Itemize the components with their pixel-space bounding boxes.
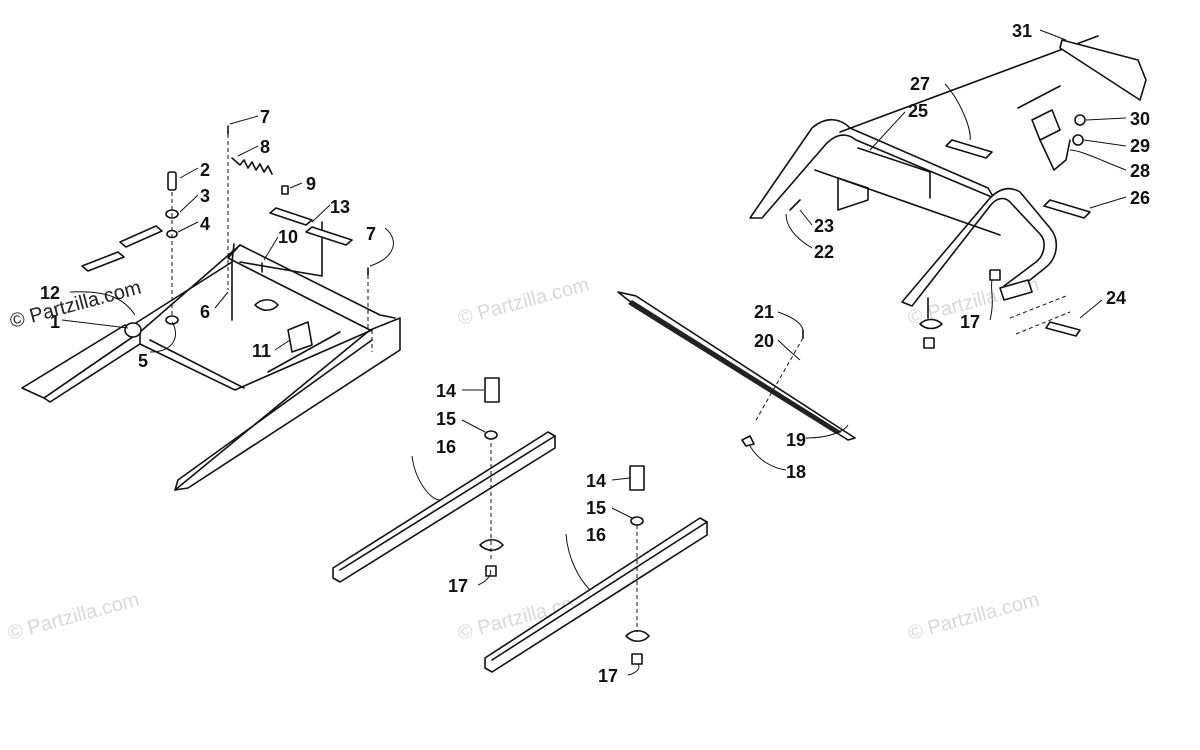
callout-22: 22 — [814, 242, 834, 262]
watermark: © Partzilla.com — [906, 589, 1042, 645]
callout-25: 25 — [908, 101, 928, 121]
callout-19: 19 — [786, 430, 806, 450]
runner-rail-lower — [484, 465, 708, 673]
watermark-dark: © Partzilla.com — [8, 277, 144, 333]
callout-23: 23 — [814, 216, 834, 236]
callout-1: 1 — [50, 312, 60, 332]
callout-24: 24 — [1106, 288, 1126, 308]
watermark: © Partzilla.com — [6, 589, 142, 645]
callout-17: 17 — [448, 576, 468, 596]
callout-18: 18 — [786, 462, 806, 482]
callout-7b: 7 — [366, 224, 376, 244]
callout-6: 6 — [200, 302, 210, 322]
grab-bar — [749, 35, 1147, 349]
callout-17c: 17 — [960, 312, 980, 332]
snow-flap — [617, 291, 856, 447]
callout-17b: 17 — [598, 666, 618, 686]
callout-14b: 14 — [586, 471, 606, 491]
callout-26: 26 — [1130, 188, 1150, 208]
callout-12: 12 — [40, 283, 60, 303]
callout-15: 15 — [436, 409, 456, 429]
callout-5: 5 — [138, 351, 148, 371]
callout-labels: 1 2 3 4 5 6 7 8 9 10 11 12 13 7 14 15 16… — [40, 21, 1150, 686]
rack-strip — [81, 207, 353, 272]
callout-16: 16 — [436, 437, 456, 457]
callout-20: 20 — [754, 331, 774, 351]
hardware-left — [165, 125, 369, 353]
callout-8: 8 — [260, 137, 270, 157]
callout-29: 29 — [1130, 136, 1150, 156]
rack-frame — [21, 221, 401, 491]
callout-27: 27 — [910, 74, 930, 94]
callout-21: 21 — [754, 302, 774, 322]
callout-7: 7 — [260, 107, 270, 127]
callout-4: 4 — [200, 214, 210, 234]
callout-10: 10 — [278, 227, 298, 247]
callout-28: 28 — [1130, 161, 1150, 181]
callout-13: 13 — [330, 197, 350, 217]
callout-14: 14 — [436, 381, 456, 401]
callout-2: 2 — [200, 160, 210, 180]
callout-9: 9 — [306, 174, 316, 194]
leader-lines — [61, 29, 1127, 676]
callout-3: 3 — [200, 186, 210, 206]
runner-rail-upper — [332, 377, 556, 583]
callout-15b: 15 — [586, 498, 606, 518]
callout-31: 31 — [1012, 21, 1032, 41]
callout-11: 11 — [252, 341, 271, 361]
callout-30: 30 — [1130, 109, 1150, 129]
callout-16b: 16 — [586, 525, 606, 545]
watermark: © Partzilla.com — [456, 274, 592, 330]
